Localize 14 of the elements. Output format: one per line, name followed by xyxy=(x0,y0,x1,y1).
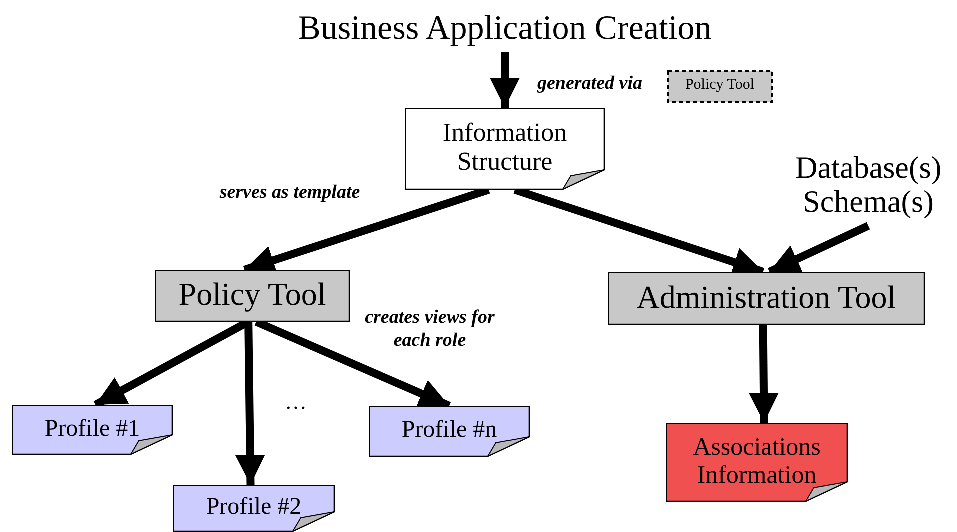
source-text: Database(s) Schema(s) xyxy=(780,146,957,226)
profile-document: Profile #n xyxy=(369,406,530,457)
profile-document: Profile #2 xyxy=(173,485,335,532)
profile-document: Profile #1 xyxy=(12,405,173,455)
diagram-title: Business Application Creation xyxy=(297,9,713,49)
tool-box: Policy Tool xyxy=(155,270,350,322)
arrow xyxy=(235,322,266,486)
document-box: Associations Information xyxy=(666,423,848,502)
ellipsis-text: … xyxy=(285,388,307,416)
arrow xyxy=(490,52,520,108)
arrow xyxy=(749,324,779,424)
tool-box: Policy Tool xyxy=(667,70,773,103)
tool-box: Administration Tool xyxy=(608,272,925,325)
document-box: Information Structure xyxy=(405,108,605,190)
